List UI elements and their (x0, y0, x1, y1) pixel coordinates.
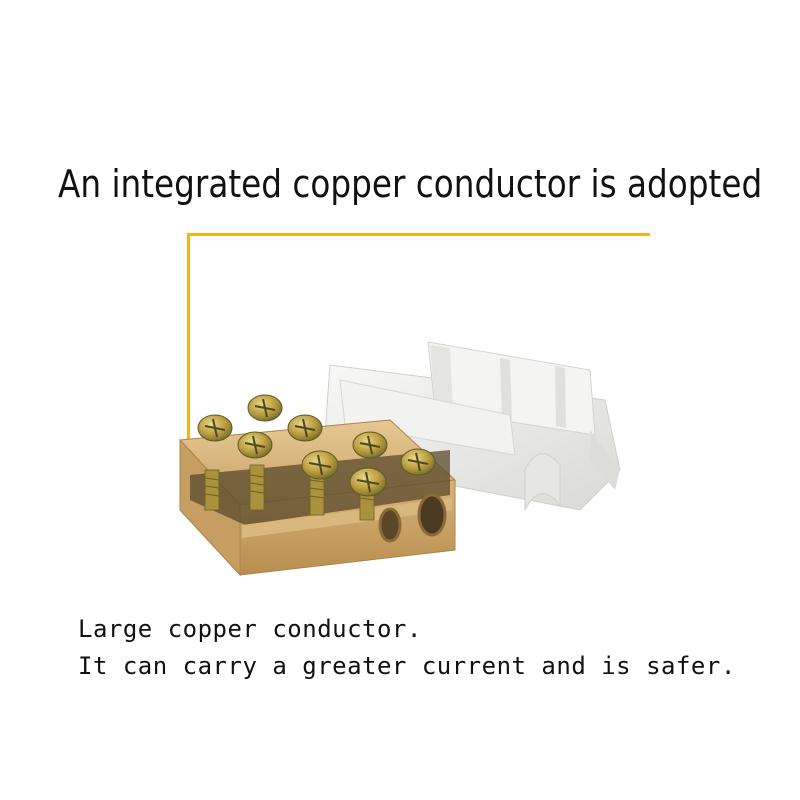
headline: An integrated copper conductor is adopte… (58, 162, 763, 206)
callout-line-vertical (187, 233, 190, 441)
callout-line-horizontal (187, 233, 650, 236)
white-plastic-cover (324, 341, 621, 511)
product-photo (178, 341, 621, 577)
screw-heads (197, 394, 436, 497)
caption-line-2: It can carry a greater current and is sa… (78, 652, 736, 680)
brass-terminal-block (178, 419, 457, 577)
caption-line-1: Large copper conductor. (78, 615, 422, 643)
